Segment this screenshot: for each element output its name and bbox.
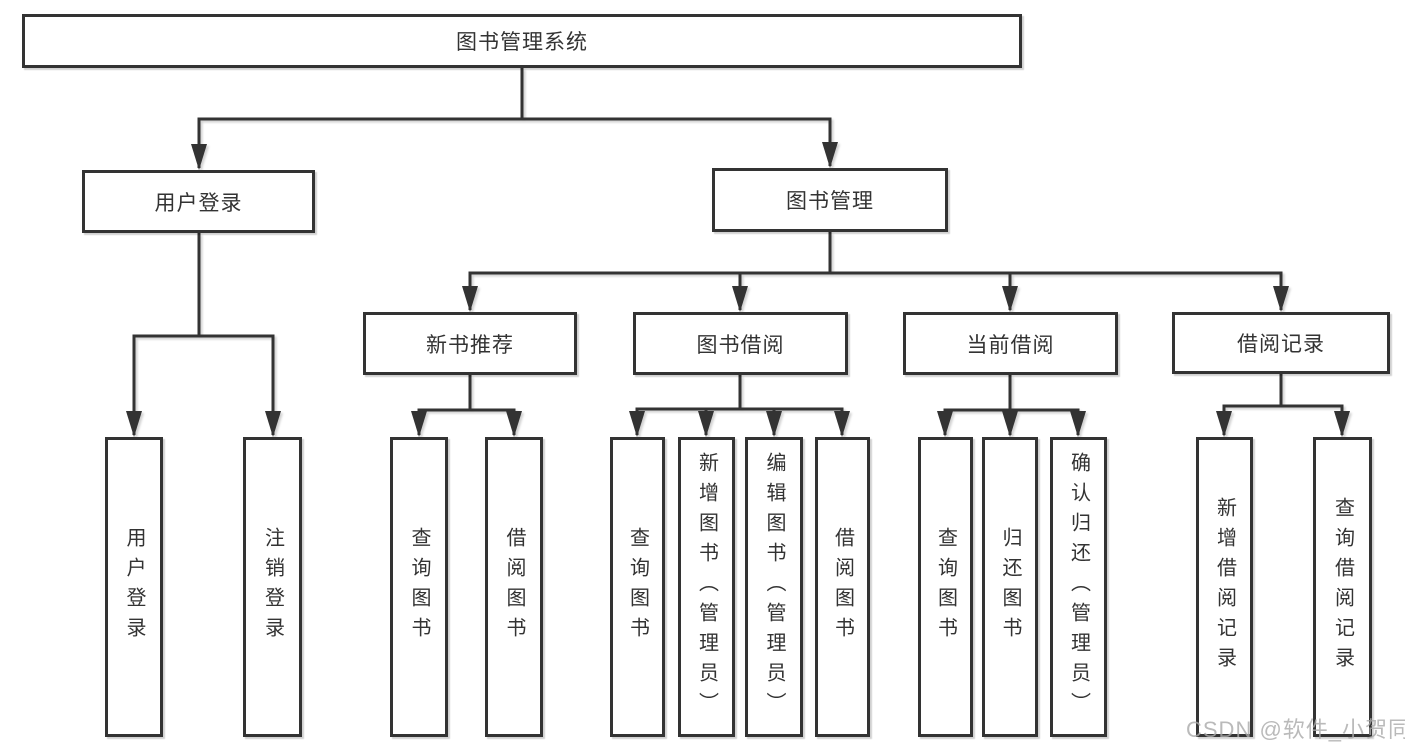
arrowhead-icon — [126, 411, 142, 437]
node-book-borrowing: 图书借阅 — [633, 312, 848, 375]
arrowhead-icon — [1070, 411, 1086, 437]
node-query-borrow-record: 查询借阅记录 — [1313, 437, 1372, 737]
connector-new-book-split — [417, 375, 516, 435]
arrowhead-icon — [462, 286, 478, 312]
arrowhead-icon — [191, 144, 207, 170]
node-return-books: 归还图书 — [982, 437, 1038, 737]
arrowhead-icon — [1002, 286, 1018, 312]
arrowhead-icon — [1002, 411, 1018, 437]
arrowhead-icon — [629, 411, 645, 437]
node-logout-leaf: 注销登录 — [243, 437, 302, 737]
arrowhead-icon — [411, 411, 427, 437]
arrowhead-icon — [937, 411, 953, 437]
arrowhead-icon — [506, 411, 522, 437]
node-query-books-borrowing: 查询图书 — [610, 437, 665, 737]
node-confirm-return-admin: 确认归还（管理员） — [1050, 437, 1107, 737]
arrowhead-icon — [1216, 411, 1232, 437]
connector-user-login-split — [132, 233, 275, 435]
watermark-text: CSDN @软件_小贺同学 — [1186, 717, 1405, 742]
node-query-books-recommend: 查询图书 — [390, 437, 448, 737]
node-edit-book-admin: 编辑图书（管理员） — [745, 437, 803, 737]
node-query-books-current: 查询图书 — [918, 437, 973, 737]
connector-root-split — [197, 68, 832, 168]
arrowhead-icon — [732, 286, 748, 312]
node-book-management-system: 图书管理系统 — [22, 14, 1022, 68]
node-book-management: 图书管理 — [712, 168, 948, 232]
node-borrow-books-recommend: 借阅图书 — [485, 437, 543, 737]
node-add-borrow-record: 新增借阅记录 — [1196, 437, 1253, 737]
node-user-login: 用户登录 — [82, 170, 315, 233]
arrowhead-icon — [822, 142, 838, 168]
node-user-login-leaf: 用户登录 — [105, 437, 163, 737]
connector-book-borrowing-split — [635, 375, 844, 435]
node-borrow-books-borrowing: 借阅图书 — [815, 437, 870, 737]
node-borrowing-records: 借阅记录 — [1172, 312, 1390, 374]
node-add-book-admin: 新增图书（管理员） — [678, 437, 735, 737]
arrowhead-icon — [1334, 411, 1350, 437]
node-new-book-recommend: 新书推荐 — [363, 312, 577, 375]
arrowhead-icon — [834, 411, 850, 437]
arrowhead-icon — [265, 411, 281, 437]
node-current-borrowing: 当前借阅 — [903, 312, 1118, 375]
connector-borrowing-records-split — [1222, 374, 1344, 435]
arrowheads — [126, 142, 1350, 437]
arrowhead-icon — [1273, 286, 1289, 312]
connector-book-management-split — [468, 232, 1283, 310]
arrowhead-icon — [698, 411, 714, 437]
arrowhead-icon — [766, 411, 782, 437]
